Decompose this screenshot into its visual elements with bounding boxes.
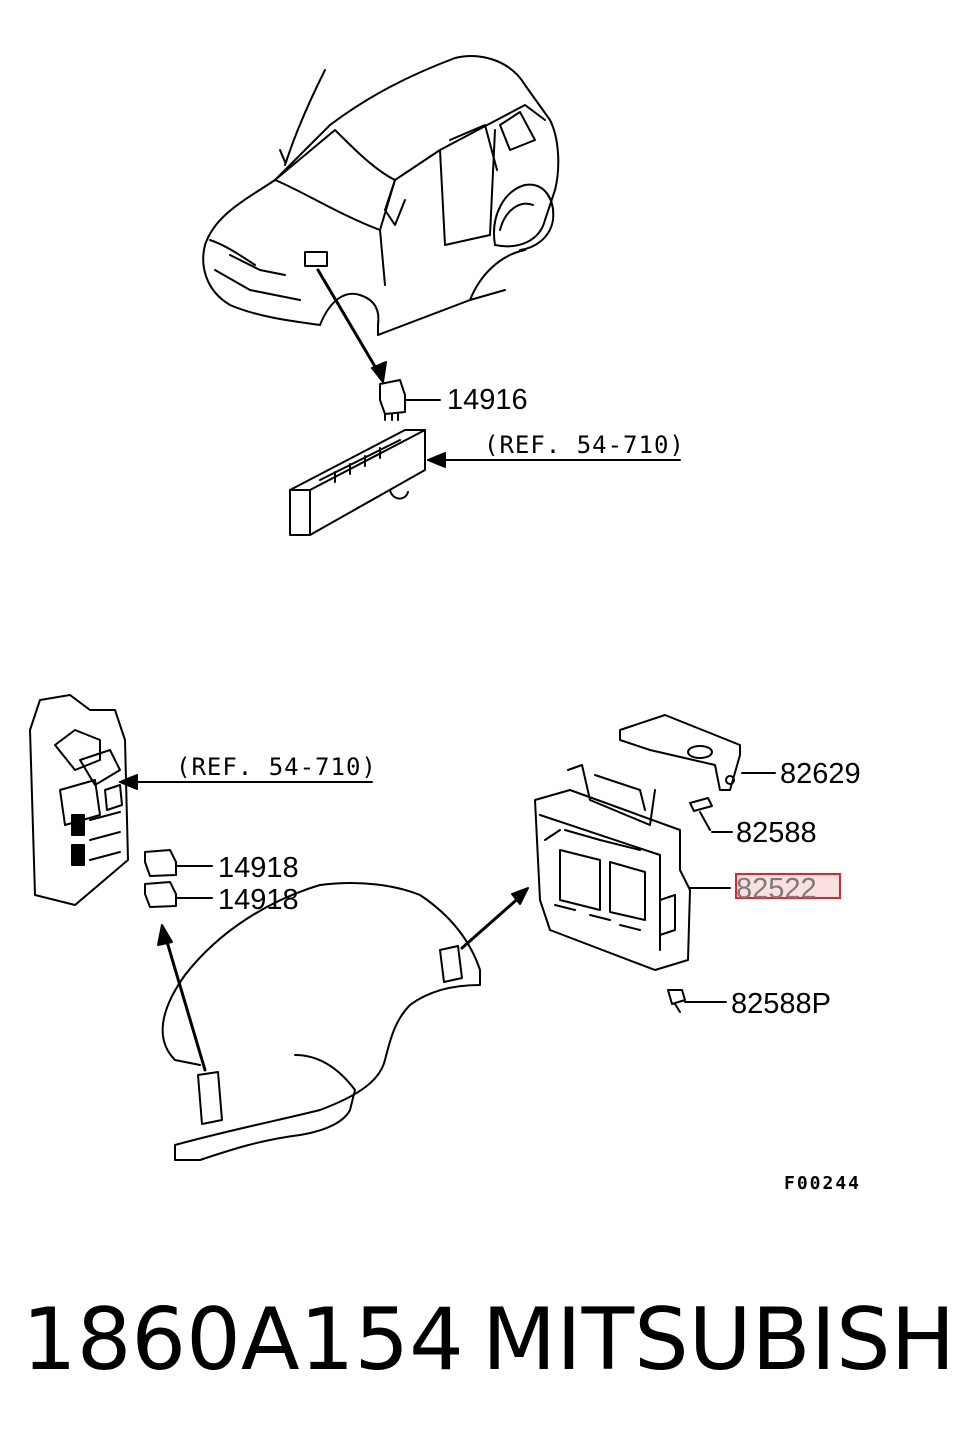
callout-82588: 82588	[736, 817, 817, 849]
relay-location-marker	[305, 252, 327, 266]
callout-82629: 82629	[780, 758, 861, 790]
callout-ref-left: (REF. 54-710)	[176, 753, 377, 781]
instrument-panel	[163, 883, 480, 1160]
ecu-module	[535, 765, 690, 970]
footer: 1860A154 MITSUBISHI	[0, 1285, 960, 1395]
highlighted-callout-box	[736, 874, 840, 898]
fuse-box-left	[30, 695, 128, 905]
vehicle-illustration	[203, 56, 558, 335]
relay-14918-parts	[145, 850, 212, 907]
bolt-82588	[690, 798, 732, 832]
parts-diagram: 14916 (REF. 54-710) (REF. 54-710) 14918 …	[0, 0, 861, 1194]
relay-box-top	[290, 430, 425, 535]
part-number: 1860A154	[22, 1290, 464, 1390]
callout-14918-lower: 14918	[218, 884, 299, 916]
relay-14916-part	[380, 380, 440, 420]
callout-14916: 14916	[447, 384, 528, 416]
figure-code: F00244	[784, 1173, 861, 1194]
callout-14918-upper: 14918	[218, 852, 299, 884]
brand-name: MITSUBISHI	[482, 1290, 960, 1390]
callout-ref-top: (REF. 54-710)	[484, 431, 685, 459]
bracket-82629	[620, 715, 775, 790]
callout-82522: 82522	[736, 873, 817, 905]
callout-82588p: 82588P	[731, 988, 831, 1020]
bolt-82588p	[668, 990, 726, 1012]
